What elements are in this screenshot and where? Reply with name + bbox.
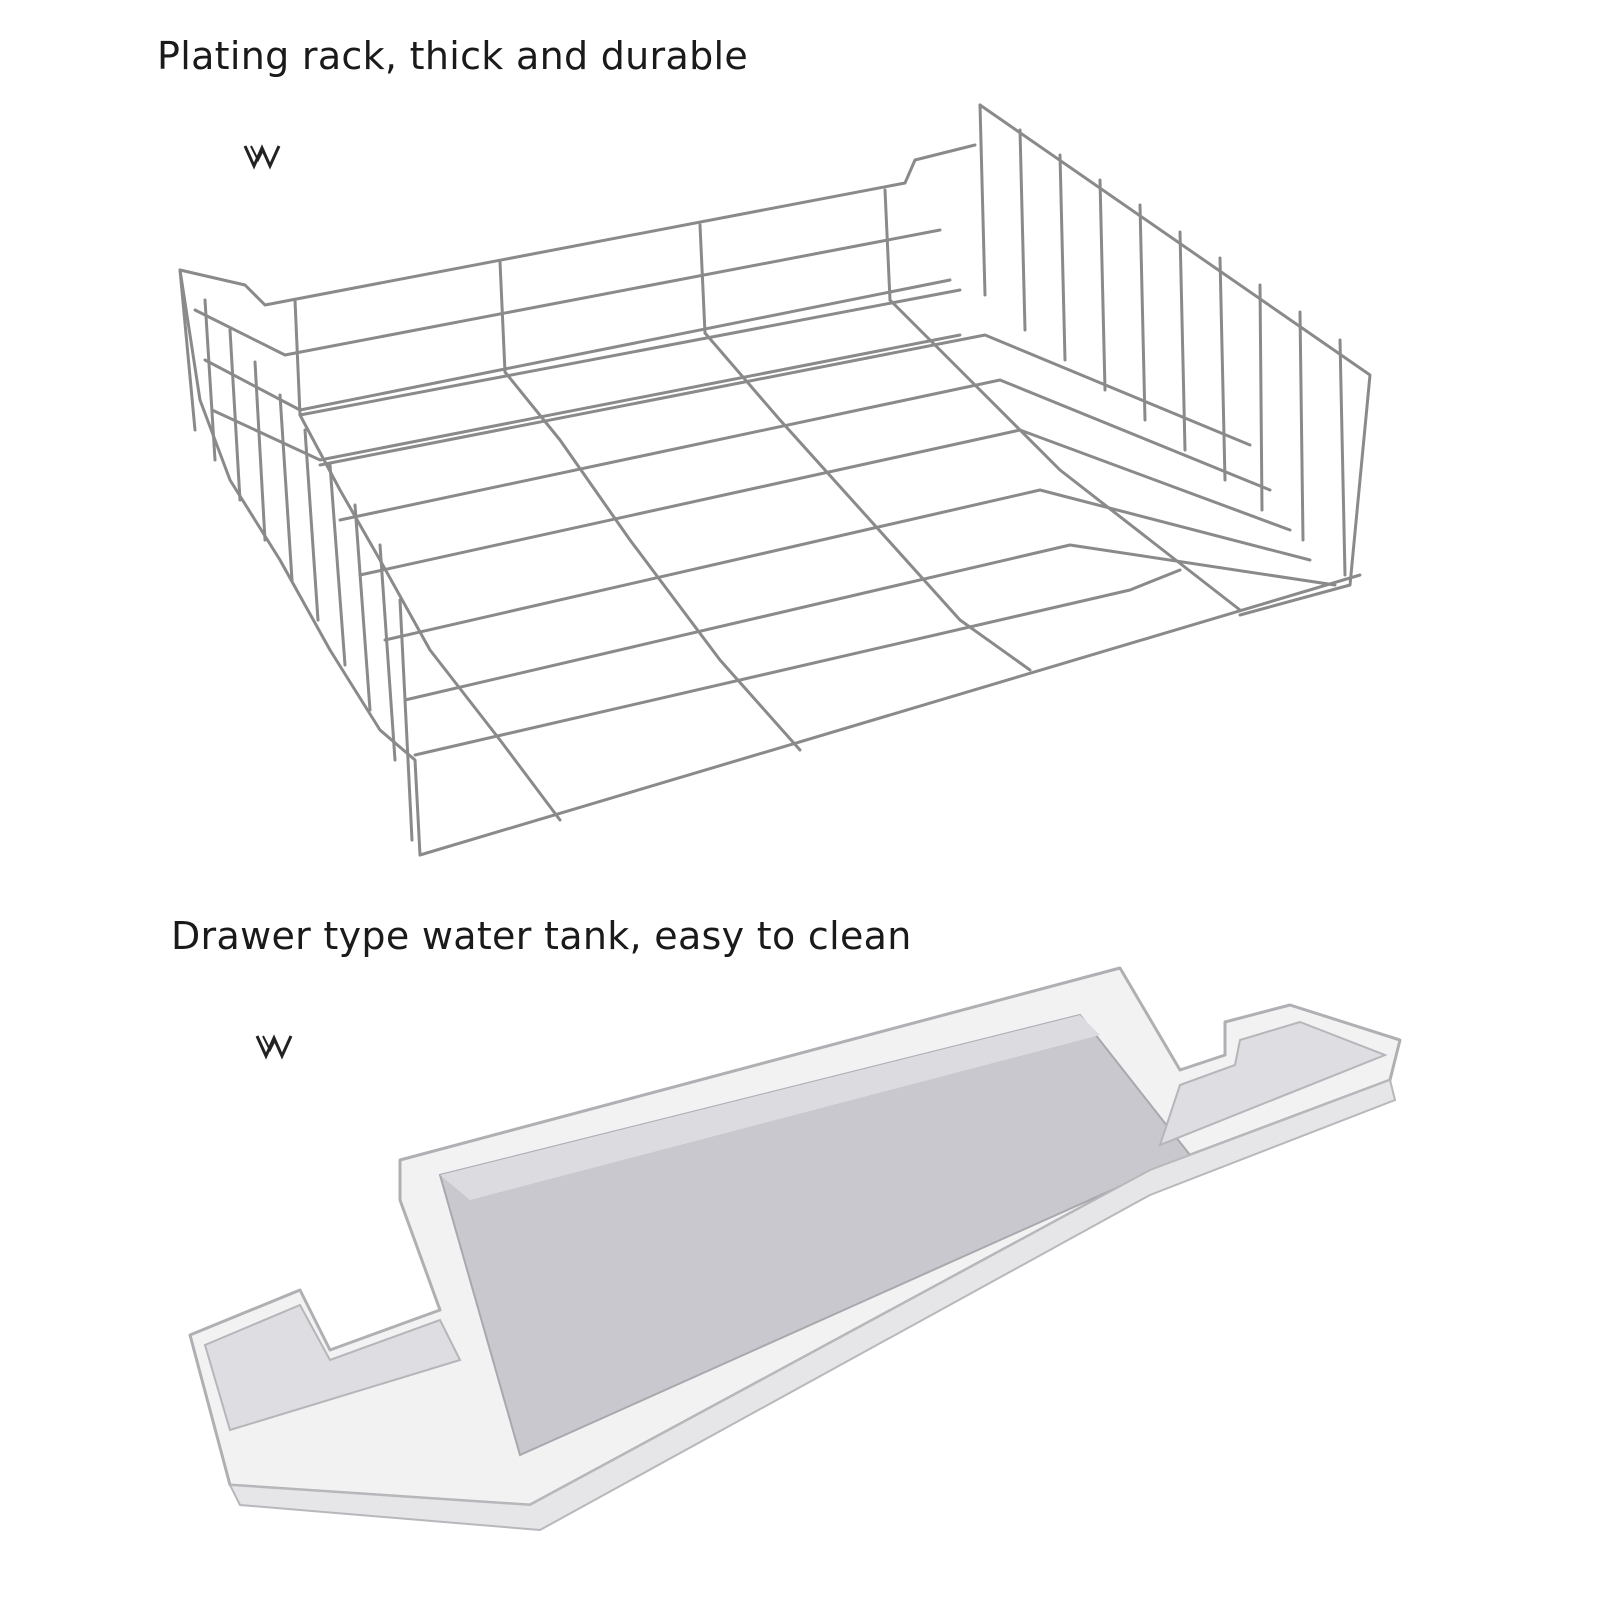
double-v-logo-icon (255, 1034, 293, 1060)
drawer-water-tank-illustration (188, 966, 1402, 1532)
rack-caption: Plating rack, thick and durable (157, 34, 749, 78)
tank-caption: Drawer type water tank, easy to clean (171, 914, 912, 958)
double-v-logo-icon (243, 144, 281, 170)
wire-plating-rack-illustration (178, 103, 1372, 857)
